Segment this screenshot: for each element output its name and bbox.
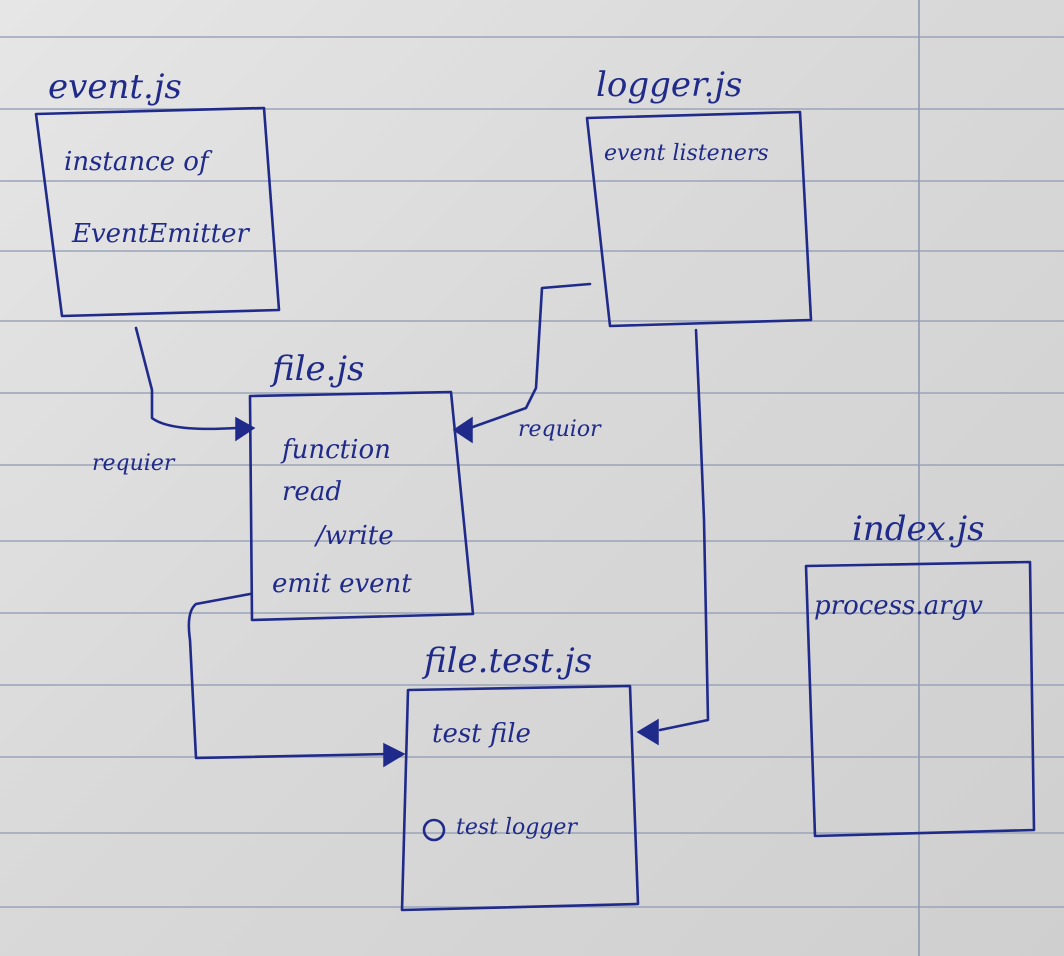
- filetest-js-node: file.test.js test file test logger: [400, 641, 640, 912]
- file-js-line-4: emit event: [272, 569, 412, 599]
- index-js-title: index.js: [852, 509, 985, 549]
- logger-to-file-arrowhead: [452, 416, 473, 444]
- file-js-line-2: read: [282, 477, 342, 507]
- index-js-box: [804, 560, 1036, 838]
- logger-to-file-label: requior: [518, 417, 602, 442]
- index-js-line-1: process.argv: [814, 591, 983, 621]
- ruled-line: [0, 684, 1064, 686]
- filetest-js-box: [400, 684, 640, 912]
- event-to-file-arrowhead: [235, 416, 256, 442]
- event-to-file-arrow: [134, 326, 238, 431]
- ruled-line: [0, 250, 1064, 252]
- filetest-js-line-1: test file: [432, 719, 531, 749]
- filetest-js-title: file.test.js: [421, 641, 592, 681]
- ruled-line: [0, 108, 1064, 110]
- logger-to-filetest-arrow: [658, 328, 710, 732]
- ruled-line: [0, 832, 1064, 834]
- logger-js-line-1: event listeners: [604, 141, 769, 166]
- file-to-filetest-arrowhead: [383, 742, 406, 768]
- logger-to-filetest-arrowhead: [636, 718, 659, 746]
- ruled-line: [0, 612, 1064, 614]
- margin-line: [918, 0, 920, 956]
- filetest-js-line-2: test logger: [456, 815, 578, 840]
- logger-js-node: logger.js event listeners: [585, 65, 813, 328]
- logger-js-title: logger.js: [596, 65, 742, 105]
- event-js-line-1: instance of: [64, 147, 213, 177]
- ruled-line: [0, 756, 1064, 758]
- index-js-node: index.js process.argv: [804, 509, 1036, 838]
- event-to-file-label: requier: [92, 451, 176, 476]
- ruled-line: [0, 180, 1064, 182]
- file-js-node: file.js function read /write emit event: [248, 349, 475, 622]
- ruled-line: [0, 464, 1064, 466]
- ruled-line: [0, 320, 1064, 322]
- event-js-line-2: EventEmitter: [71, 219, 250, 249]
- file-js-line-3: /write: [313, 521, 394, 551]
- ruled-line: [0, 392, 1064, 394]
- file-to-filetest-arrow: [187, 592, 390, 760]
- logger-js-box: [585, 110, 813, 328]
- event-js-title: event.js: [48, 67, 182, 107]
- file-js-box: [248, 390, 475, 622]
- ruled-line: [0, 36, 1064, 38]
- file-js-title: file.js: [269, 349, 364, 389]
- file-js-line-1: function: [280, 435, 391, 465]
- event-js-node: event.js instance of EventEmitter: [34, 67, 281, 318]
- filetest-bullet-icon: [422, 818, 446, 842]
- ruled-line: [0, 540, 1064, 542]
- logger-to-file-arrow: [468, 282, 592, 430]
- event-js-box: [34, 106, 281, 318]
